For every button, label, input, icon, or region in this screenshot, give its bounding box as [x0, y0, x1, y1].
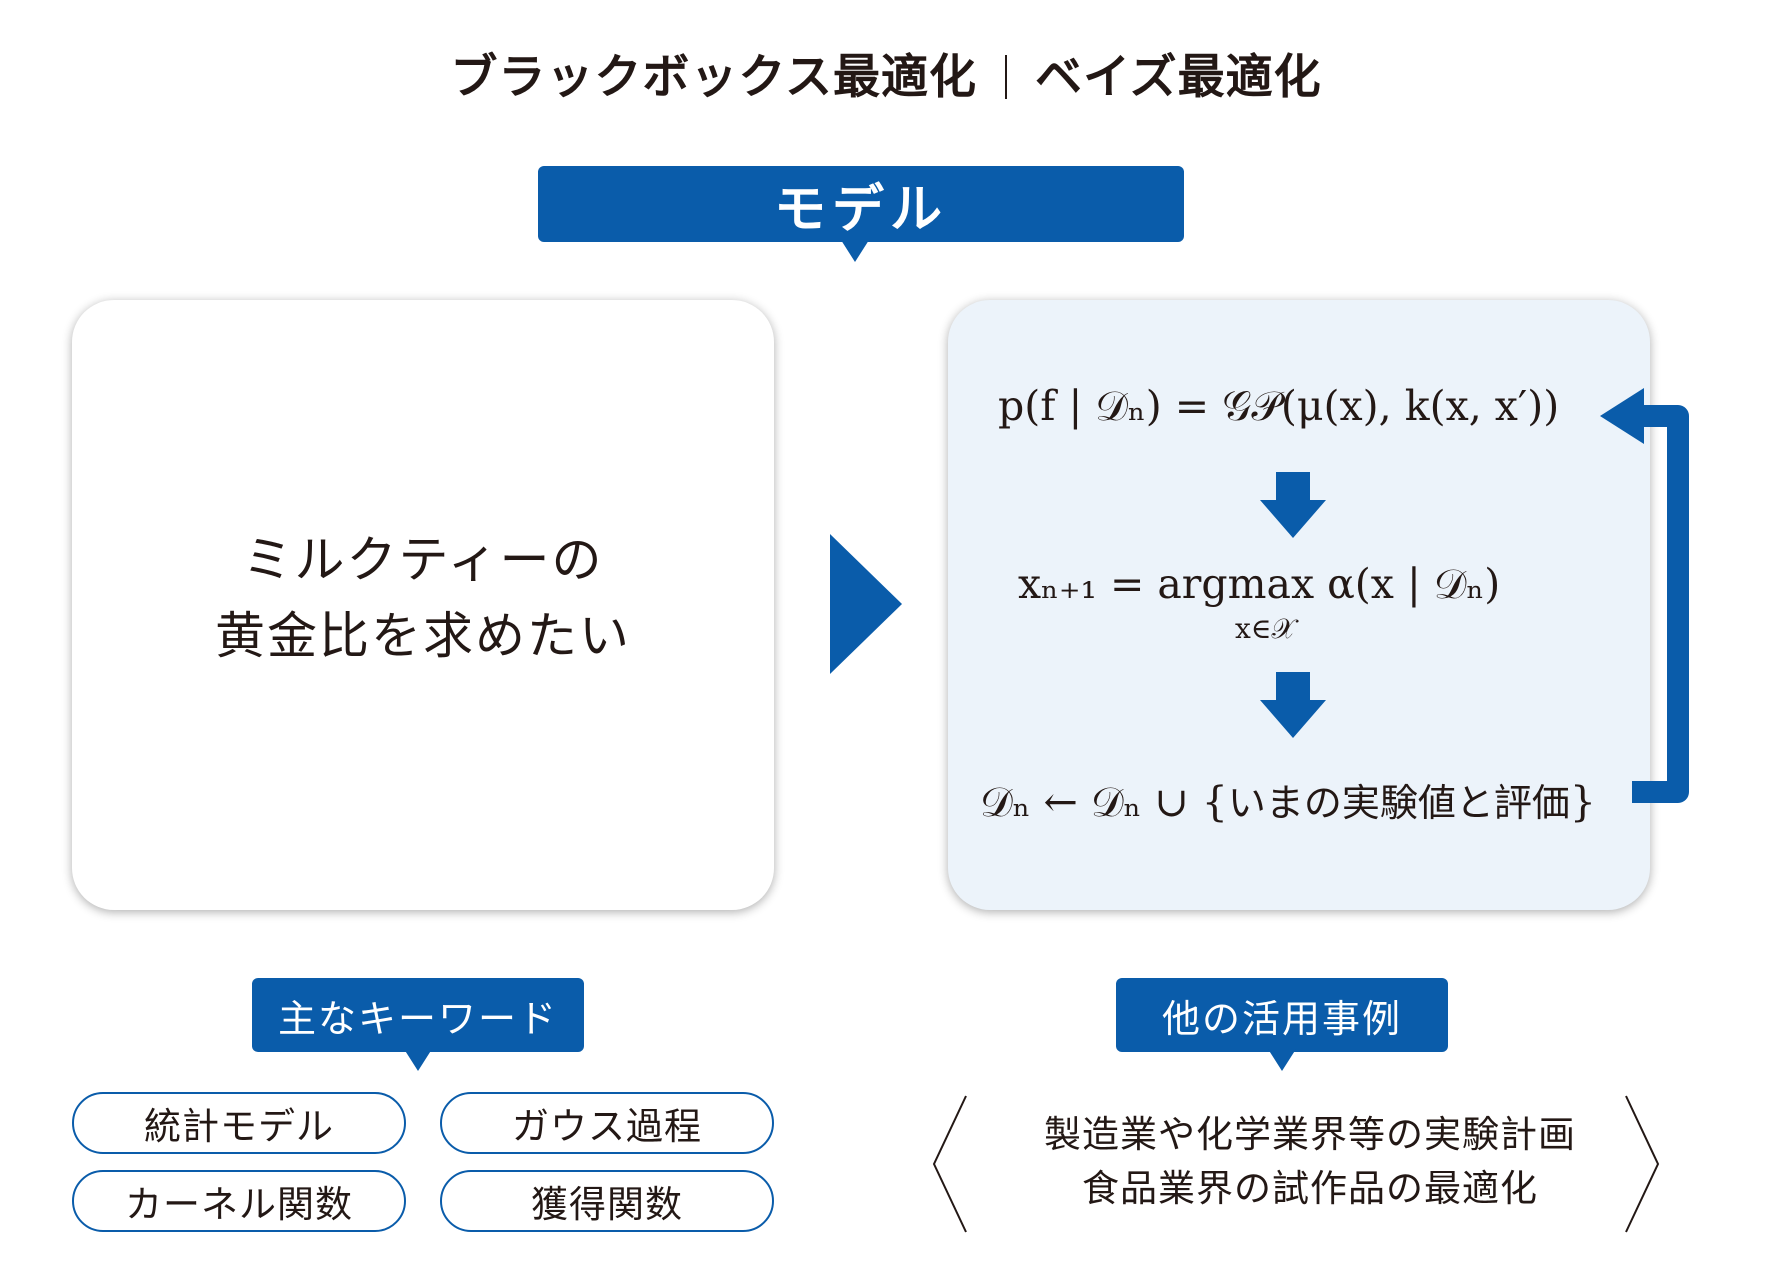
formula-posterior: p(f | 𝒟ₙ) = 𝒢𝒫(μ(x), k(x, x′)) [998, 382, 1560, 430]
model-label-pointer [841, 240, 869, 262]
loop-arrow-icon [1600, 388, 1689, 803]
down-arrow-icon [1260, 472, 1326, 538]
cases-label-pointer [1268, 1049, 1296, 1071]
angle-bracket-icon [932, 1095, 967, 1233]
model-label: モデル [538, 166, 1184, 242]
formula-update-suffix: } [1569, 778, 1596, 826]
keyword-pill: 統計モデル [72, 1092, 406, 1154]
model-card [948, 300, 1650, 910]
case-line: 製造業や化学業界等の実験計画 [1044, 1113, 1576, 1156]
cases-text: 製造業や化学業界等の実験計画 食品業界の試作品の最適化 [960, 1108, 1660, 1216]
keyword-pill: ガウス過程 [440, 1092, 774, 1154]
title-left: ブラックボックス最適化 [450, 50, 977, 105]
problem-line-2: 黄金比を求めたい [215, 607, 631, 665]
down-arrow-icon [1260, 672, 1326, 738]
title-separator [1005, 55, 1007, 99]
formula-update-text: いまの実験値と評価 [1227, 781, 1570, 825]
problem-card [72, 300, 774, 910]
formula-acquisition: xₙ₊₁ = argmax α(x | 𝒟ₙ) [1018, 560, 1501, 608]
cases-label: 他の活用事例 [1116, 978, 1448, 1052]
case-line: 食品業界の試作品の最適化 [1082, 1167, 1538, 1210]
problem-line-1: ミルクティーの [242, 531, 604, 589]
keywords-label: 主なキーワード [252, 978, 584, 1052]
angle-bracket-icon [1625, 1095, 1660, 1233]
keywords-label-pointer [404, 1049, 432, 1071]
page-title: ブラックボックス最適化 ベイズ最適化 [0, 38, 1772, 107]
keyword-pill: カーネル関数 [72, 1170, 406, 1232]
title-right: ベイズ最適化 [1035, 50, 1322, 105]
play-arrow-icon [830, 534, 902, 674]
formula-update-prefix: 𝒟ₙ ← 𝒟ₙ ∪ { [980, 778, 1228, 826]
problem-text: ミルクティーの 黄金比を求めたい [72, 522, 774, 674]
formula-acquisition-subscript: x∈𝒳 [1235, 612, 1296, 645]
keyword-pill: 獲得関数 [440, 1170, 774, 1232]
formula-update: 𝒟ₙ ← 𝒟ₙ ∪ {いまの実験値と評価} [980, 772, 1596, 827]
